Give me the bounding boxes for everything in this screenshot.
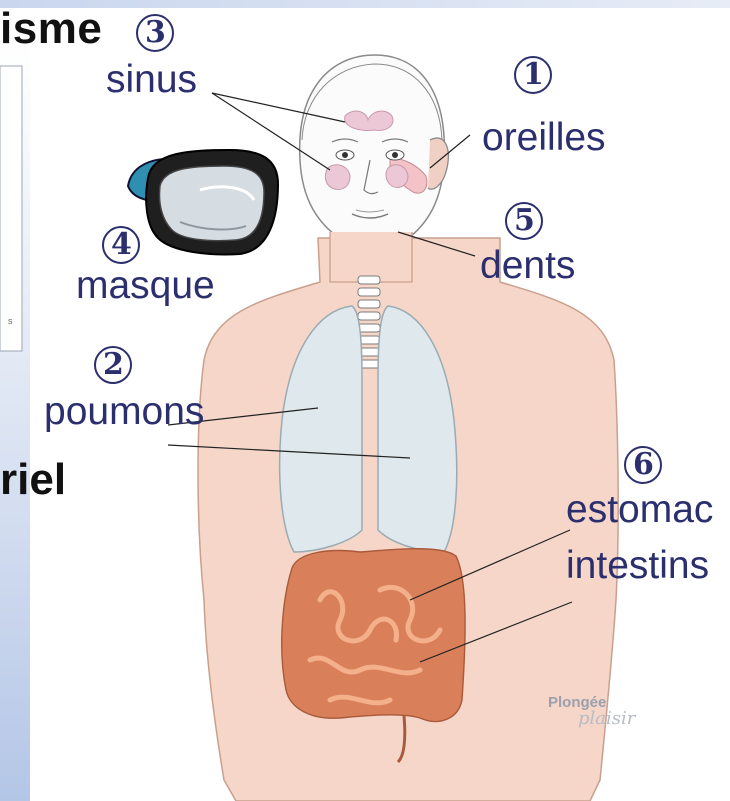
masque-number: 4: [111, 230, 132, 260]
watermark-logo-line2: plaisir: [578, 708, 635, 729]
dents-number: 5: [514, 206, 535, 236]
label-masque: masque: [76, 266, 215, 305]
slide-top-strip: [0, 0, 730, 8]
neck: [330, 232, 412, 282]
poumons-number: 2: [103, 350, 124, 380]
side-panel-text: s: [8, 316, 13, 326]
label-estomac: estomac: [566, 490, 713, 529]
sinus-number: 3: [145, 18, 166, 48]
slide-subtitle-fragment: riel: [0, 455, 66, 505]
label-sinus: sinus: [106, 60, 197, 99]
label-poumons: poumons: [44, 392, 204, 431]
oreilles-number: 1: [523, 60, 544, 90]
head: [300, 55, 449, 248]
estomac-number: 6: [633, 450, 654, 480]
label-dents: dents: [480, 246, 575, 285]
label-intestins: intestins: [566, 546, 709, 585]
slide-title-fragment: isme: [0, 4, 102, 54]
diving-mask: [128, 150, 278, 254]
label-oreilles: oreilles: [482, 118, 606, 157]
slide-inset-box: [0, 66, 22, 351]
